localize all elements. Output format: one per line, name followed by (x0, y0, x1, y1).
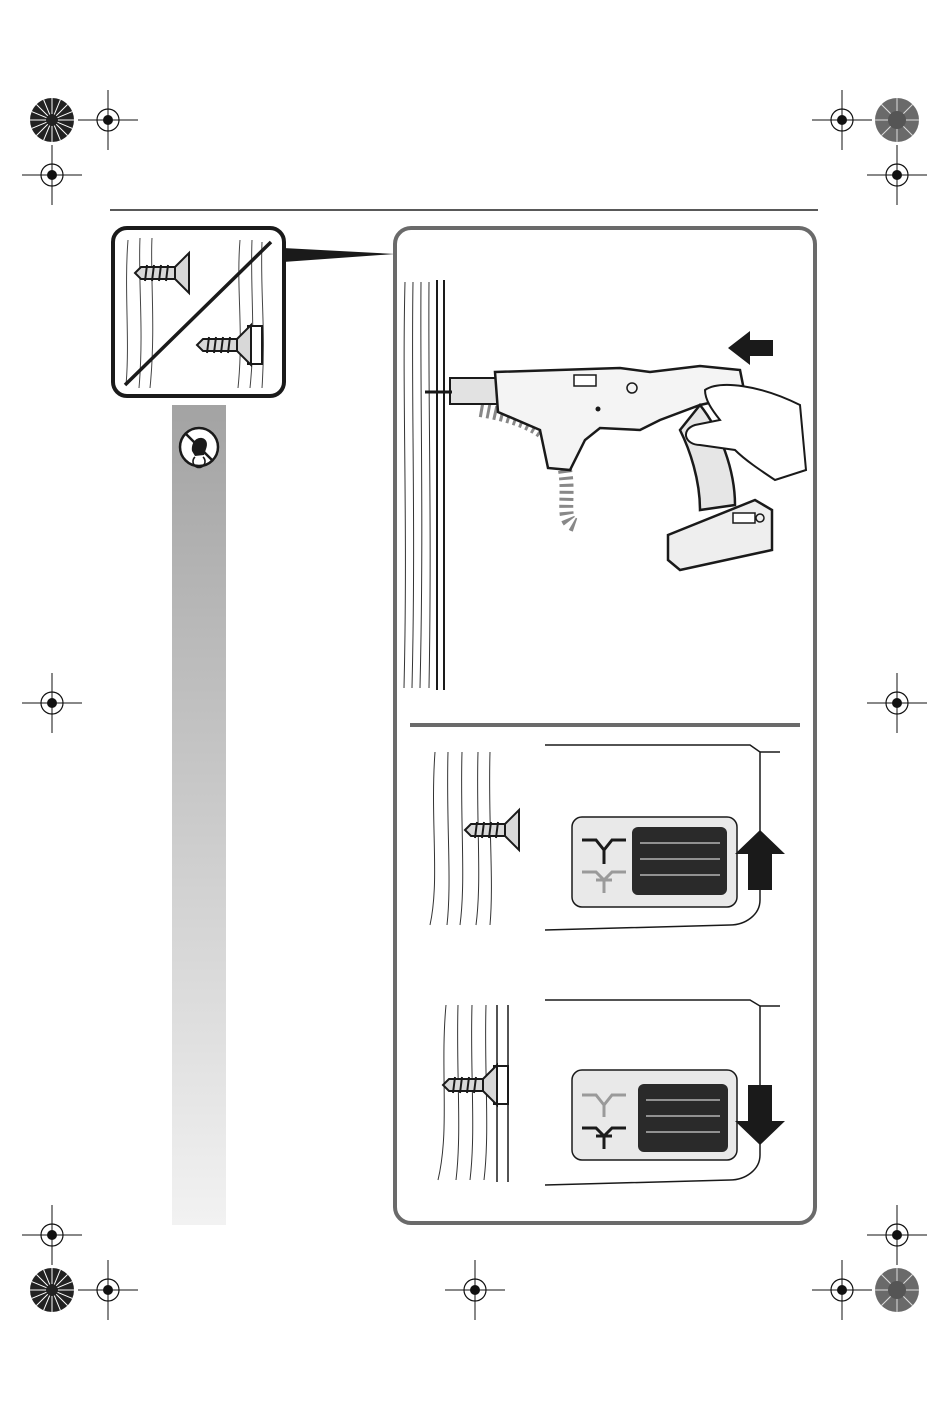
inset-screw-depth (113, 228, 395, 396)
crosshair-icon (78, 1260, 138, 1320)
crosshair-icon (867, 145, 927, 205)
crosshair-icon (22, 673, 82, 733)
no-hand-icon (180, 428, 218, 467)
crosshair-icon (867, 673, 927, 733)
crosshair-icon (812, 1260, 872, 1320)
crosshair-icon (812, 90, 872, 150)
crosshair-icon (445, 1260, 505, 1320)
crosshair-icon (22, 145, 82, 205)
crosshair-icon (22, 1205, 82, 1265)
starburst-icon (30, 98, 74, 142)
crosshair-icon (867, 1205, 927, 1265)
side-bar (172, 405, 226, 1225)
starburst-icon (875, 1268, 919, 1312)
starburst-icon (875, 98, 919, 142)
crosshair-icon (78, 90, 138, 150)
starburst-icon (30, 1268, 74, 1312)
